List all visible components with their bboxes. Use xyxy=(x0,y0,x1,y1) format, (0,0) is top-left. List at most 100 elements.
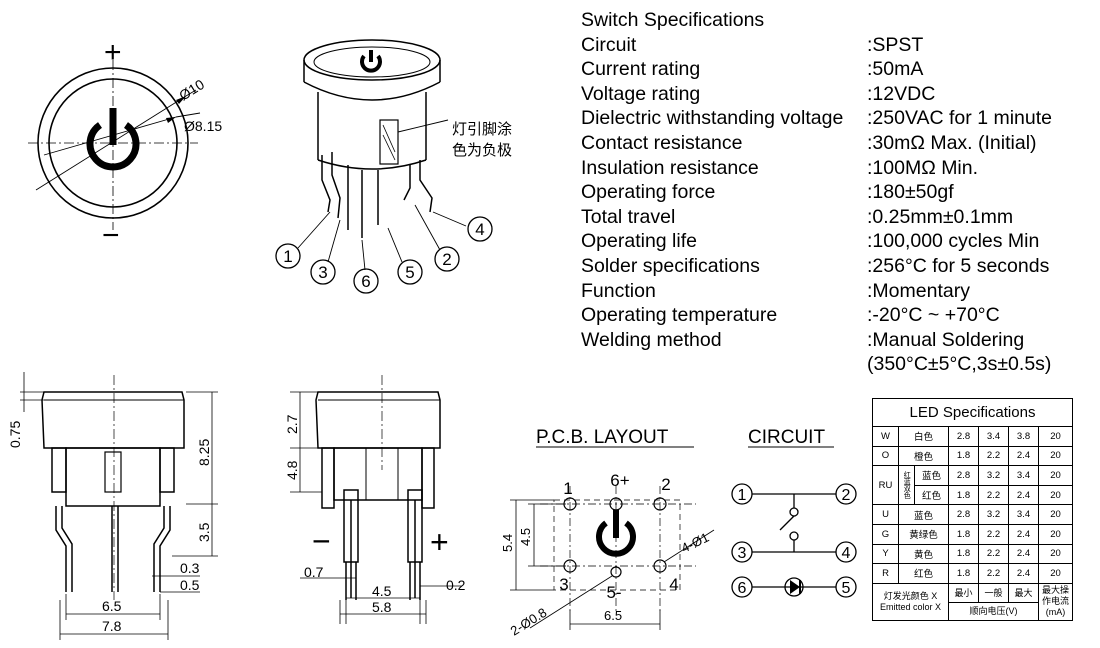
front-plus: + xyxy=(430,524,449,560)
led-min: 1.8 xyxy=(948,445,979,467)
led-color: 白色 xyxy=(898,426,949,447)
dim-2-hole-0-8: 2-Ø0.8 xyxy=(508,605,550,639)
led-typ: 2.2 xyxy=(978,543,1009,565)
led-typ: 2.2 xyxy=(978,484,1009,506)
spec-value: :100MΩ Min. xyxy=(867,156,979,179)
dim-3-5: 3.5 xyxy=(196,522,212,542)
led-code: R xyxy=(872,563,899,584)
spec-row-welding-note: (350°C±5°C,3s±0.5s) xyxy=(581,352,1091,377)
led-code: W xyxy=(872,426,899,447)
led-code: RU xyxy=(872,465,899,506)
spec-value: :Momentary xyxy=(867,279,970,302)
switch-specs-title: Switch Specifications xyxy=(581,9,765,31)
dim-diameter-8-15: Ø8.15 xyxy=(184,118,222,134)
spec-value: :256°C for 5 seconds xyxy=(867,254,1050,277)
pcb-layout xyxy=(510,486,715,630)
dim-4-5: 4.5 xyxy=(372,583,392,599)
top-plus: + xyxy=(104,36,122,69)
spec-value: :12VDC xyxy=(867,82,936,105)
footer-max-current: 最大操作电流(mA) xyxy=(1038,582,1073,621)
led-typ: 2.2 xyxy=(978,445,1009,467)
led-current: 20 xyxy=(1038,445,1073,467)
table-row: R 红色 1.8 2.2 2.4 20 xyxy=(872,563,1073,584)
front-view xyxy=(290,375,462,624)
spec-value: :SPST xyxy=(867,33,924,56)
spec-label: Contact resistance xyxy=(581,131,743,154)
circuit-title: CIRCUIT xyxy=(748,427,825,448)
led-footer-emitted: 灯发光颜色 X Emitted color X xyxy=(872,582,949,621)
side-dim-labels: 0.75 8.25 3.5 0.3 0.5 6.5 7.8 xyxy=(7,421,212,634)
led-color: 蓝色 xyxy=(898,504,949,525)
iso-pin-6: 6 xyxy=(361,272,370,291)
led-color: 黄绿色 xyxy=(898,523,949,545)
footer-min: 最小 xyxy=(949,583,979,602)
dim-pcb-4-5: 4.5 xyxy=(518,528,533,546)
side-view xyxy=(20,372,218,640)
led-max: 3.4 xyxy=(1008,504,1039,525)
spec-label: Current rating xyxy=(581,58,701,81)
table-row: RU 红蓝双色 蓝色 2.8 3.2 3.4 20 xyxy=(872,465,1073,506)
led-specifications-table: LED Specifications W 白色 2.8 3.4 3.8 20 O… xyxy=(872,398,1073,621)
dim-5-8: 5.8 xyxy=(372,599,392,615)
led-typ: 3.2 xyxy=(978,465,1009,486)
circuit-node-5: 5 xyxy=(842,580,851,597)
led-max: 3.8 xyxy=(1008,426,1039,447)
spec-label: Total travel xyxy=(581,205,676,228)
dim-0-2: 0.2 xyxy=(446,577,466,593)
table-row: O 橙色 1.8 2.2 2.4 20 xyxy=(872,445,1073,467)
spec-row-force: Operating force :180±50gf xyxy=(581,180,1091,205)
front-minus: − xyxy=(312,523,331,559)
pcb-title: P.C.B. LAYOUT xyxy=(536,427,669,448)
iso-pin-2: 2 xyxy=(442,250,451,269)
led-code: O xyxy=(872,445,899,467)
front-labels: 2.7 4.8 0.7 4.5 5.8 0.2 − + xyxy=(284,414,466,615)
led-typ: 2.2 xyxy=(978,563,1009,584)
led-color: 红色 xyxy=(914,484,949,506)
led-max: 2.4 xyxy=(1008,445,1039,467)
led-color: 黄色 xyxy=(898,543,949,565)
top-minus: − xyxy=(102,219,120,252)
circuit-node-4: 4 xyxy=(842,545,851,562)
table-footer-row: 灯发光颜色 X Emitted color X 最小 一般 最大 顺向电压(V)… xyxy=(872,582,1073,621)
footer-max: 最大 xyxy=(1014,587,1033,598)
spec-value: :Manual Soldering xyxy=(867,328,1025,351)
pin-note-line2: 色为负极 xyxy=(452,142,512,159)
dim-0-7: 0.7 xyxy=(304,564,324,580)
led-code: Y xyxy=(872,543,899,565)
pcb-pin-2: 2 xyxy=(661,475,670,494)
pcb-pin-6: 6+ xyxy=(610,471,629,490)
spec-value: :180±50gf xyxy=(867,181,954,204)
spec-value: :-20°C ~ +70°C xyxy=(867,304,1000,327)
footer-forward-voltage: 顺向电压(V) xyxy=(969,605,1018,616)
table-row: U 蓝色 2.8 3.2 3.4 20 xyxy=(872,504,1073,525)
spec-row-welding: Welding method:Manual Soldering xyxy=(581,328,1091,353)
led-min: 2.8 xyxy=(948,426,979,447)
led-max: 2.4 xyxy=(1008,484,1039,506)
dim-0-5: 0.5 xyxy=(180,577,200,593)
dim-6-5: 6.5 xyxy=(102,598,122,614)
spec-label: Solder specifications xyxy=(581,254,760,277)
led-max: 2.4 xyxy=(1008,523,1039,545)
spec-value: :50mA xyxy=(867,58,924,81)
led-typ: 3.4 xyxy=(978,426,1009,447)
led-color: 红色 xyxy=(898,563,949,584)
spec-row-function: Function:Momentary xyxy=(581,279,1091,304)
dim-7-8: 7.8 xyxy=(102,618,122,634)
circuit-diagram xyxy=(731,483,857,598)
spec-label: Operating force xyxy=(581,181,716,204)
spec-row-current: Current rating :50mA xyxy=(581,57,1091,82)
spec-row-travel: Total travel:0.25mm±0.1mm xyxy=(581,205,1091,230)
dim-0-3: 0.3 xyxy=(180,560,200,576)
spec-label: Dielectric withstanding voltage xyxy=(581,107,844,130)
circuit-node-3: 3 xyxy=(738,545,747,562)
led-min: 1.8 xyxy=(948,543,979,565)
spec-row-dielectric: Dielectric withstanding voltage :250VAC f… xyxy=(581,106,1091,131)
led-code: U xyxy=(872,504,899,525)
dim-4-hole-1: 4-Ø1 xyxy=(679,530,712,556)
pcb-pin-1: 1 xyxy=(563,479,572,498)
circuit-node-2: 2 xyxy=(842,487,851,504)
spec-label: Operating life xyxy=(581,230,697,253)
spec-value: :250VAC for 1 minute xyxy=(867,107,1052,130)
spec-label: Operating temperature xyxy=(581,304,778,327)
led-code: G xyxy=(872,523,899,545)
